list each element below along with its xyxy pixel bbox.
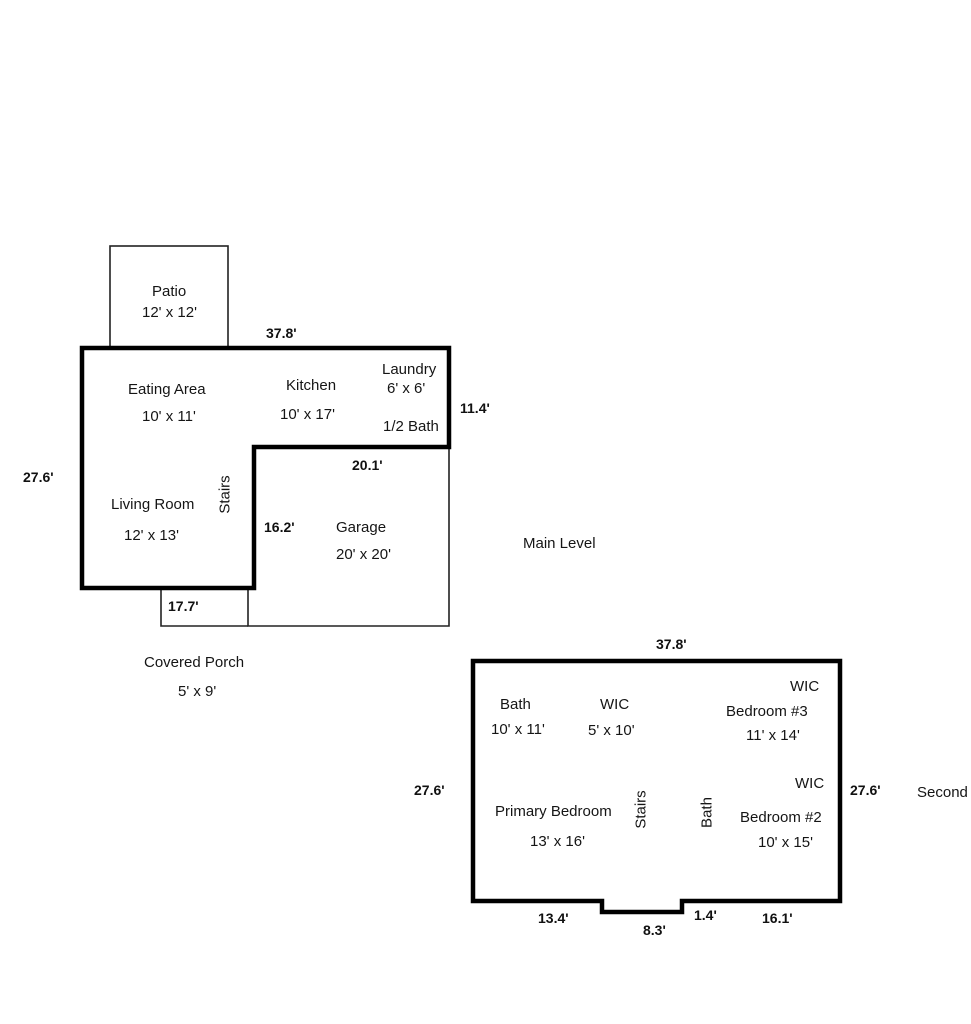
garage-label: Garage (336, 519, 387, 536)
primary-bedroom-size: 13' x 16' (530, 833, 585, 850)
second-level-title: Second (917, 784, 968, 801)
main-level-exterior-wall (79, 345, 452, 591)
garage-outline (247, 447, 450, 627)
second-bath-label: Bath (500, 696, 531, 713)
second-level-exterior-wall (470, 658, 843, 915)
patio-label: Patio (152, 283, 187, 300)
patio-size: 12' x 12' (142, 304, 197, 321)
bedroom2-size: 10' x 15' (758, 834, 813, 851)
half-bath-label: 1/2 Bath (383, 418, 439, 435)
covered-porch-size: 5' x 9' (178, 683, 217, 700)
second-right-dimension: 27.6' (850, 782, 881, 798)
covered-porch-label: Covered Porch (144, 654, 245, 671)
main-level-title: Main Level (523, 535, 596, 552)
porch-outline (160, 588, 248, 627)
bedroom2-label: Bedroom #2 (740, 809, 822, 826)
main-porch-dimension: 17.7' (168, 598, 199, 614)
second-bath-size: 10' x 11' (491, 721, 545, 738)
laundry-label: Laundry (382, 361, 437, 378)
second-top-dimension: 37.8' (656, 636, 687, 652)
second-bottom-notch-dimension: 8.3' (643, 922, 666, 938)
eating-area-size: 10' x 11' (142, 408, 196, 425)
main-step-side-dimension: 16.2' (264, 519, 295, 535)
kitchen-size: 10' x 17' (280, 406, 335, 423)
bedroom3-label: Bedroom #3 (726, 703, 808, 720)
second-hall-bath-label: Bath (698, 797, 716, 828)
living-room-size: 12' x 13' (124, 527, 179, 544)
second-bottom-step-dimension: 1.4' (694, 907, 717, 923)
primary-bedroom-label: Primary Bedroom (495, 803, 612, 820)
wic-bedroom3-label: WIC (790, 678, 820, 695)
main-right-upper-dimension: 11.4' (460, 400, 490, 416)
second-stairs-label: Stairs (632, 790, 650, 829)
garage-size: 20' x 20' (336, 546, 391, 563)
main-left-dimension: 27.6' (23, 469, 54, 485)
laundry-size: 6' x 6' (387, 380, 426, 397)
second-bottom-left-dimension: 13.4' (538, 910, 569, 926)
wic-bedroom2-label: WIC (795, 775, 825, 792)
main-top-dimension: 37.8' (266, 325, 297, 341)
wic-primary-label: WIC (600, 696, 630, 713)
main-step-top-dimension: 20.1' (352, 457, 383, 473)
main-stairs-label: Stairs (216, 475, 234, 514)
wic-primary-size: 5' x 10' (588, 722, 635, 739)
kitchen-label: Kitchen (286, 377, 337, 394)
living-room-label: Living Room (111, 496, 195, 513)
second-bottom-right-dimension: 16.1' (762, 910, 793, 926)
bedroom3-size: 11' x 14' (746, 727, 800, 744)
eating-area-label: Eating Area (128, 381, 206, 398)
second-left-dimension: 27.6' (414, 782, 445, 798)
